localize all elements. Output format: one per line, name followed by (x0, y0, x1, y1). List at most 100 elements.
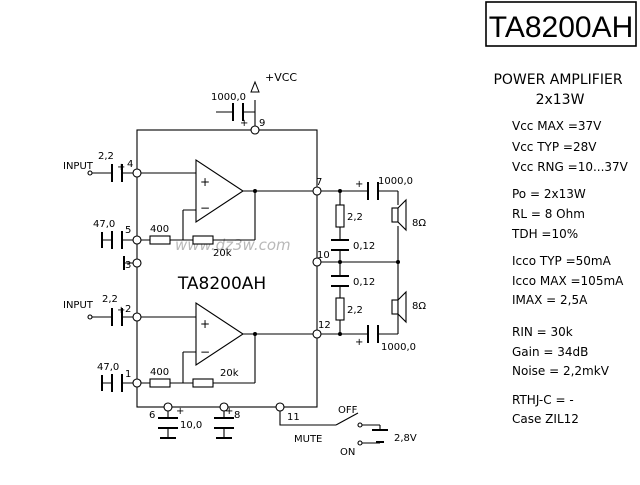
spec-line: RIN = 30k (512, 325, 573, 339)
c-in2-label: 2,2 (102, 294, 118, 305)
pin-11 (275, 402, 285, 412)
speaker-2-icon (391, 299, 399, 315)
spec-line: Case ZIL12 (512, 412, 579, 426)
pin-10 (312, 257, 322, 267)
cap-inputs (111, 164, 123, 326)
input-1-label: INPUT (63, 161, 94, 172)
pin-label-5: 5 (125, 225, 131, 236)
spec-line: Po = 2x13W (512, 187, 586, 201)
internal-wiring (137, 172, 317, 384)
pin-label-9: 9 (259, 118, 265, 129)
c-out2-label: 1000,0 (381, 342, 416, 353)
spec-list: Vcc MAX =37V Vcc TYP =28V Vcc RNG =10...37… (511, 119, 629, 426)
speaker-1-cone (397, 198, 407, 232)
spec-line: TDH =10% (511, 227, 578, 241)
pin-label-12: 12 (318, 320, 331, 331)
spec-line: RL = 8 Ohm (512, 207, 585, 221)
spec-line: Vcc RNG =10...37V (512, 160, 629, 174)
spec-line: Noise = 2,2mkV (512, 364, 610, 378)
pin-label-2: 2 (125, 304, 131, 315)
r22-1-label: 2,2 (347, 212, 363, 223)
pin-label-8: 8 (234, 410, 240, 421)
opamp-1-plus: + (200, 175, 210, 189)
pin-7 (312, 186, 322, 196)
cap-feedback (101, 231, 125, 392)
c-10-plus: + (176, 406, 184, 417)
switch-on-label: ON (340, 447, 355, 458)
title-box (485, 1, 637, 47)
resistor-400-1 (149, 235, 171, 245)
opamp-2 (195, 301, 244, 367)
cap-output (331, 182, 379, 343)
battery (372, 429, 388, 443)
pin-5 (132, 235, 142, 245)
pin-4 (132, 168, 142, 178)
r22-2-label: 2,2 (347, 305, 363, 316)
spec-line: Vcc TYP =28V (512, 140, 597, 154)
speaker-2-cone (397, 290, 407, 324)
bottom-wiring (167, 407, 336, 438)
c-in2-plus: + (117, 305, 125, 316)
input-1-terminal (87, 170, 93, 176)
c-out1-label: 1000,0 (378, 176, 413, 187)
switch-contact-on (357, 440, 363, 446)
speaker-1-label: 8Ω (412, 218, 426, 229)
pin-label-6: 6 (149, 410, 155, 421)
vcc-label: +VCC (265, 71, 297, 84)
pin-6 (163, 402, 173, 412)
opamp-1 (195, 158, 244, 224)
spec-line: Icco TYP =50mA (512, 254, 612, 268)
spec-line: RTHJ-C = - (512, 393, 574, 407)
input-2-label: INPUT (63, 300, 94, 311)
cap-supply (232, 103, 244, 121)
c-in1-plus: + (117, 162, 125, 173)
spec-line: Vcc MAX =37V (512, 119, 602, 133)
opamp-2-plus: + (200, 317, 210, 331)
r20k-1-label: 20k (213, 248, 232, 259)
pin-9 (250, 125, 260, 135)
spec-line: IMAX = 2,5A (512, 293, 588, 307)
pin-label-4: 4 (127, 159, 133, 170)
spec-line: Gain = 34dB (512, 345, 588, 359)
cap-bottom (158, 417, 234, 439)
c-supply-label: 1000,0 (211, 92, 246, 103)
pin-3 (132, 258, 142, 268)
vcc-arrow (250, 80, 260, 93)
pin-8 (219, 402, 229, 412)
c-out1-plus: + (355, 179, 363, 190)
c012-2-label: 0,12 (353, 277, 375, 288)
output-wiring (317, 190, 399, 335)
resistor-22-1 (335, 204, 345, 228)
c-fb1-label: 47,0 (93, 219, 115, 230)
pin-2 (132, 312, 142, 322)
pin-label-10: 10 (317, 250, 330, 261)
spec-heading: POWER AMPLIFIER (493, 72, 622, 88)
feedback-wiring (102, 239, 137, 384)
switch-contact-off (357, 422, 363, 428)
page-title: TA8200AH (489, 11, 634, 44)
opamp-2-minus: − (200, 345, 210, 359)
speaker-2-label: 8Ω (412, 301, 426, 312)
c012-1-label: 0,12 (353, 241, 375, 252)
r400-2-label: 400 (150, 367, 169, 378)
pin-label-7: 7 (316, 177, 322, 188)
input-2-terminal (87, 314, 93, 320)
spec-line: Icco MAX =105mA (512, 274, 624, 288)
r20k-2-label: 20k (220, 368, 239, 379)
pin-1 (132, 378, 142, 388)
c-fb2-label: 47,0 (97, 362, 119, 373)
speaker-1-icon (391, 207, 399, 223)
c-in1-label: 2,2 (98, 151, 114, 162)
pin-label-11: 11 (287, 412, 300, 423)
resistor-22-2 (335, 297, 345, 321)
resistor-20k-1 (192, 235, 214, 245)
watermark: www.dz3w.com (175, 236, 291, 254)
supply-wiring (216, 100, 256, 130)
battery-label: 2,8V (394, 433, 417, 444)
spec-power: 2x13W (536, 92, 585, 108)
c-10-label: 10,0 (180, 420, 202, 431)
chip-outline (136, 129, 318, 408)
pin-label-1: 1 (125, 369, 131, 380)
chip-label: TA8200AH (177, 274, 266, 294)
